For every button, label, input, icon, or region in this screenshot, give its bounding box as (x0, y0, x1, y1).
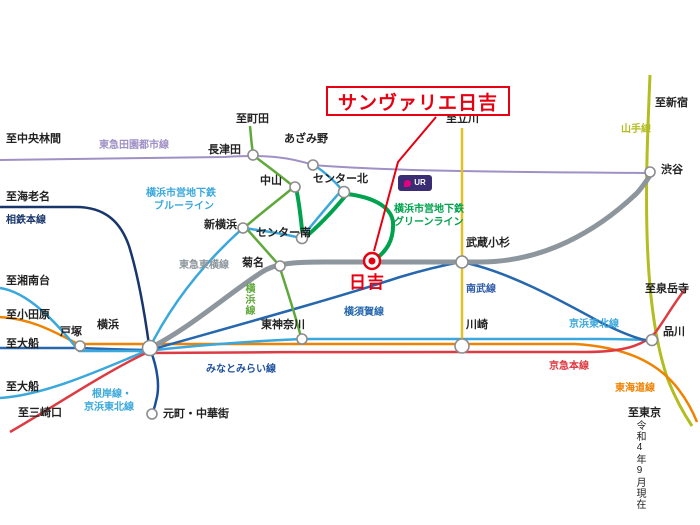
property-title: サンヴァリエ日吉 (337, 92, 498, 114)
ur-logo-text: UR (414, 178, 426, 187)
line-label-keikyu: 京急本線 (549, 361, 589, 372)
edge-label-ofuna-1: 至大船 (6, 338, 39, 350)
station-marker-nakayama (289, 181, 301, 193)
station-label-shinagawa: 品川 (663, 326, 685, 338)
station-marker-shibuya (644, 166, 656, 178)
line-keihin-tohoku-negishi (0, 337, 653, 400)
station-label-motomachi-chukagai: 元町・中華街 (163, 408, 229, 420)
edge-label-machida: 至町田 (236, 113, 269, 125)
property-title-box: サンヴァリエ日吉 (326, 86, 510, 116)
station-label-nakayama: 中山 (260, 175, 282, 187)
map-date-note: 令和4年9月現在 (634, 420, 645, 510)
ur-mark-icon (404, 179, 412, 187)
line-label-yamanote: 山手線 (621, 124, 651, 135)
line-label-denentoshi: 東急田園都市線 (99, 140, 169, 151)
station-marker-motomachi-chukagai (146, 408, 158, 420)
station-label-kikuna: 菊名 (242, 257, 264, 269)
station-marker-shin-yokohama (237, 222, 249, 234)
station-label-kawasaki: 川崎 (466, 319, 488, 331)
line-label-yokohama-line: 横浜線 (243, 283, 254, 316)
station-marker-yokohama (141, 339, 159, 357)
station-marker-higashi-kanagawa (296, 333, 308, 345)
edge-label-ebina: 至海老名 (6, 191, 50, 203)
station-label-totsuka: 戸塚 (60, 326, 82, 338)
line-keikyu (9, 287, 687, 434)
line-label-blue-line-1: 横浜市営地下鉄 (146, 188, 216, 199)
callout-pointer-line (373, 116, 437, 252)
station-marker-center-kita (337, 185, 351, 199)
line-label-green-line-2: グリーンライン (394, 217, 464, 228)
line-label-nambu: 南武線 (466, 284, 496, 295)
edge-label-tachikawa: 至立川 (446, 113, 479, 125)
line-label-negishi-1: 根岸線・ (92, 389, 132, 400)
station-label-nagatsuta: 長津田 (208, 144, 241, 156)
line-denentoshi (0, 155, 649, 174)
station-label-higashi-kanagawa: 東神奈川 (261, 319, 305, 331)
ur-logo: UR (398, 175, 432, 191)
station-marker-kikuna (274, 260, 286, 272)
station-label-musashi-kosugi: 武蔵小杉 (466, 237, 510, 249)
station-marker-azamino (307, 159, 319, 171)
station-marker-kawasaki (454, 338, 470, 354)
line-label-sotetsu: 相鉄本線 (6, 215, 46, 226)
edge-label-shinjuku: 至新宿 (655, 97, 688, 109)
station-label-shin-yokohama: 新横浜 (204, 219, 237, 231)
line-minatomirai (148, 348, 160, 412)
station-label-azamino: あざみ野 (284, 133, 328, 145)
station-marker-musashi-kosugi (455, 255, 469, 269)
line-sotetsu (0, 205, 151, 346)
station-label-shibuya: 渋谷 (661, 164, 683, 176)
line-label-yokosuka: 横須賀線 (344, 307, 384, 318)
line-yamanote (645, 74, 694, 427)
station-marker-hiyoshi-dot (368, 257, 376, 265)
station-marker-center-minami (295, 231, 309, 245)
station-label-hiyoshi: 日吉 (349, 273, 385, 292)
line-label-negishi-2: 京浜東北線 (84, 402, 134, 413)
line-label-keihin-tohoku: 京浜東北線 (569, 319, 619, 330)
line-label-minatomirai: みなとみらい線 (206, 364, 276, 375)
line-tokaido (0, 315, 699, 423)
edge-label-tokyo: 至東京 (628, 407, 661, 419)
edge-label-shonandai: 至湘南台 (6, 275, 50, 287)
station-label-center-minami: センター南 (256, 227, 311, 239)
edge-label-ofuna-2: 至大船 (6, 381, 39, 393)
line-label-toyoko: 東急東横線 (179, 260, 229, 271)
edge-label-chuo-rinkan: 至中央林間 (6, 133, 61, 145)
station-label-center-kita: センター北 (313, 173, 368, 185)
station-label-yokohama: 横浜 (97, 319, 119, 331)
line-label-blue-line-2: ブルーライン (154, 201, 214, 212)
line-toyoko (148, 172, 654, 351)
station-marker-shinagawa (645, 333, 659, 347)
line-label-green-line-1: 横浜市営地下鉄 (394, 204, 464, 215)
line-yokosuka (0, 260, 652, 352)
station-marker-nagatsuta (247, 149, 259, 161)
line-label-tokaido: 東海道線 (615, 383, 655, 394)
station-marker-totsuka (74, 340, 86, 352)
edge-label-sengakuji: 至泉岳寺 (645, 283, 689, 295)
line-green-line (294, 187, 396, 261)
edge-label-misakiguchi: 至三崎口 (18, 407, 62, 419)
edge-label-odawara: 至小田原 (6, 309, 50, 321)
